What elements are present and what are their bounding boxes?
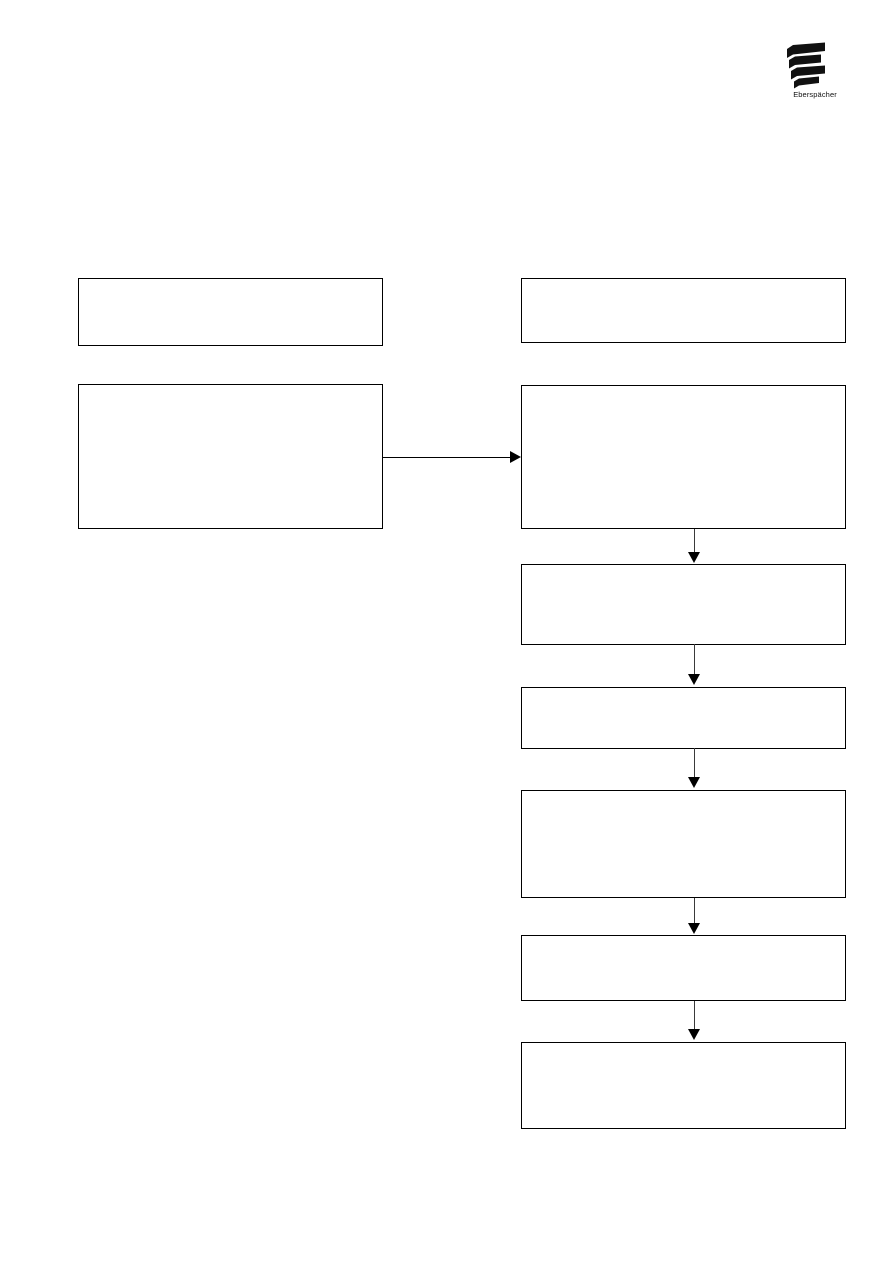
arrow-right4-to-right5-head [688,777,700,788]
left-box-1-text [79,279,382,291]
right-box-4 [521,687,846,749]
right-box-6-text [522,936,845,948]
arrow-right6-to-right7-head [688,1029,700,1040]
eberspacher-zigzag-mark [787,42,825,89]
arrow-right6-to-right7-line [694,1001,695,1033]
right-box-3 [521,564,846,645]
arrow-right2-to-right3-head [688,552,700,563]
right-box-1 [521,278,846,343]
eberspacher-wordmark: Eberspächer [793,90,837,99]
right-box-5-text [522,791,845,803]
right-box-6 [521,935,846,1001]
right-box-7 [521,1042,846,1129]
right-box-3-text [522,565,845,577]
right-box-7-text [522,1043,845,1055]
arrow-left2-to-right2-line [383,457,513,458]
right-box-2 [521,385,846,529]
arrow-right3-to-right4-head [688,674,700,685]
right-box-4-text [522,688,845,700]
arrow-right2-to-right3-line [694,529,695,556]
arrow-left2-to-right2-head [510,451,521,463]
arrow-right5-to-right6-head [688,923,700,934]
right-box-2-text [522,386,845,398]
arrow-right4-to-right5-line [694,748,695,781]
right-box-1-text [522,279,845,291]
eberspacher-logo: Eberspächer [775,42,855,104]
right-box-5 [521,790,846,898]
left-box-2 [78,384,383,529]
arrow-right5-to-right6-line [694,898,695,926]
left-box-2-text [79,385,382,397]
arrow-right3-to-right4-line [694,644,695,678]
left-box-1 [78,278,383,346]
